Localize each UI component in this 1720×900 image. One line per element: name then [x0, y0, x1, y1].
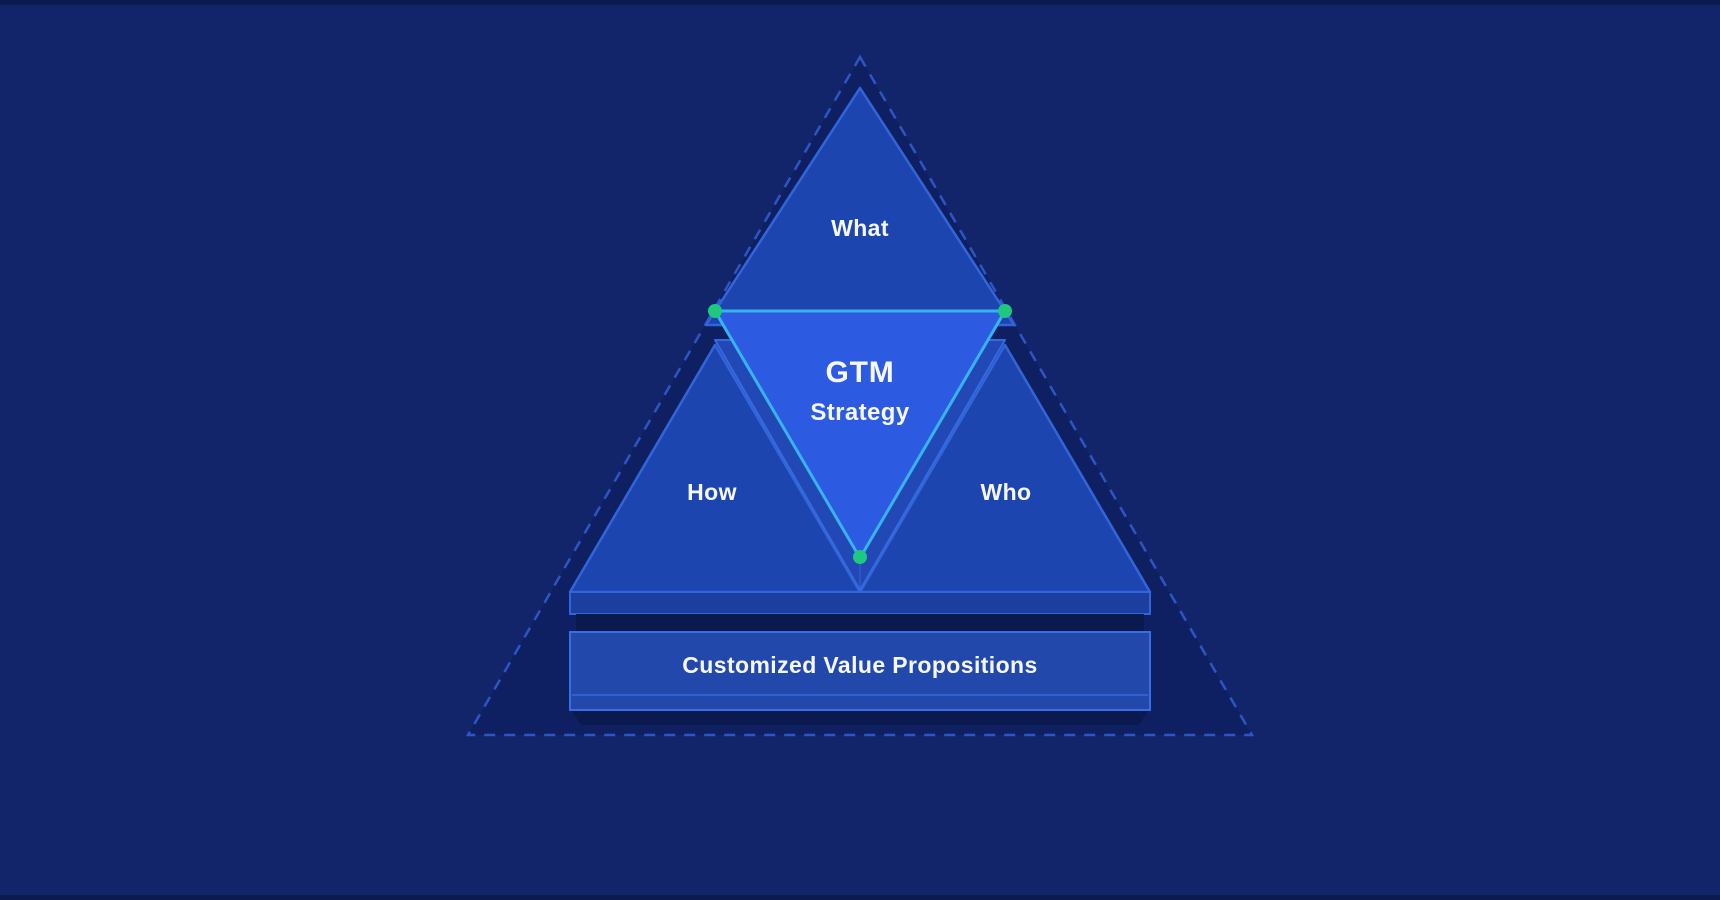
vertex-dot-bottom [853, 550, 867, 564]
gtm-subtitle-label: Strategy [810, 399, 909, 426]
gtm-title-label: GTM [825, 356, 894, 389]
who-label: Who [980, 479, 1031, 505]
bottom-edge-strip [0, 895, 1720, 900]
value-propositions-bar [569, 631, 1151, 711]
bar-drop-shadow [572, 711, 1148, 725]
how-label: How [687, 479, 737, 505]
pyramid-base-strip [569, 591, 1151, 615]
top-edge-strip [0, 0, 1720, 5]
pyramid-bar-shadow-gap [576, 614, 1144, 632]
value-propositions-label: Customized Value Propositions [682, 652, 1037, 678]
vertex-dot-right [998, 304, 1012, 318]
vertex-dot-left [708, 304, 722, 318]
what-label: What [831, 215, 889, 241]
gtm-triangle-front-face [713, 309, 1007, 560]
